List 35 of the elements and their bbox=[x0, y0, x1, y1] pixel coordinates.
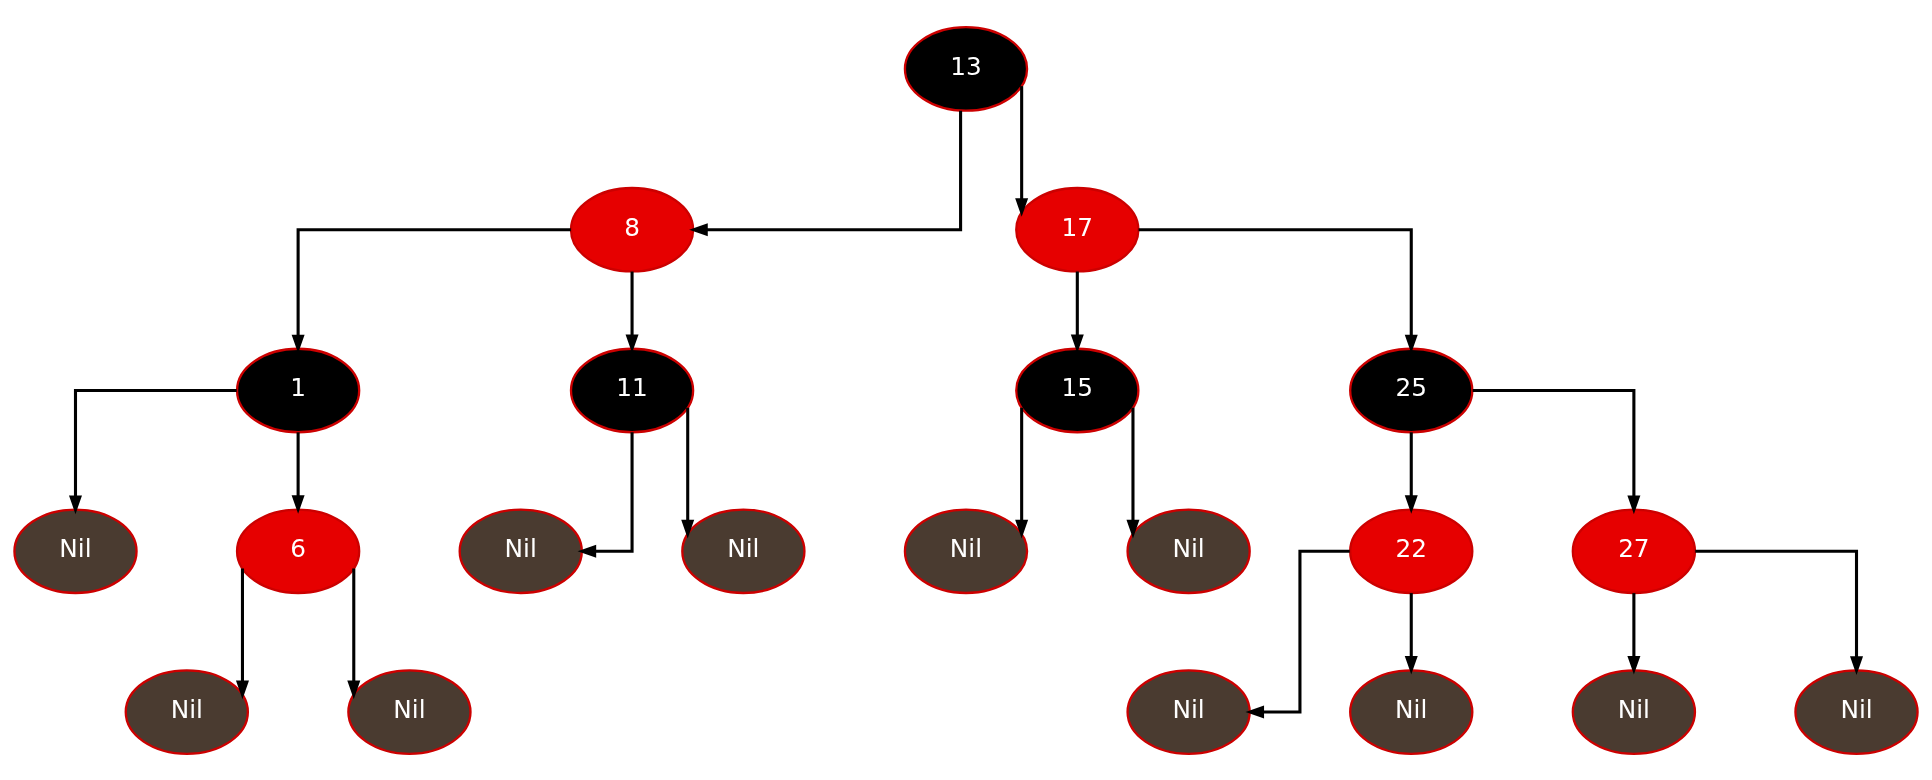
node-ellipse: 6 bbox=[235, 507, 361, 594]
node-ellipse: 11 bbox=[569, 347, 695, 433]
node-ellipse: 15 bbox=[1015, 347, 1140, 433]
node-ellipse: Nil bbox=[1571, 668, 1697, 755]
node-ellipse: 1 bbox=[235, 347, 361, 433]
arrow bbox=[235, 568, 249, 699]
node-ellipse: 27 bbox=[1571, 507, 1697, 594]
node-ellipse: Nil bbox=[13, 507, 138, 594]
arrow bbox=[1070, 271, 1084, 353]
node-ellipse: 8 bbox=[569, 186, 695, 273]
arrow bbox=[1138, 227, 1418, 353]
arrow bbox=[347, 568, 361, 699]
arrow bbox=[577, 431, 634, 558]
arrow bbox=[689, 110, 963, 236]
arrow bbox=[625, 271, 639, 353]
arrow bbox=[1015, 85, 1029, 217]
node-ellipse: 13 bbox=[903, 25, 1029, 112]
node-ellipse: Nil bbox=[1349, 668, 1474, 755]
node-ellipse: Nil bbox=[1126, 668, 1251, 755]
arrow bbox=[1627, 592, 1641, 675]
node-ellipse: 25 bbox=[1349, 347, 1474, 433]
arrow bbox=[1126, 407, 1140, 538]
arrow bbox=[291, 431, 305, 514]
arrow bbox=[69, 388, 237, 514]
arrow bbox=[681, 407, 695, 538]
arrow bbox=[1695, 549, 1863, 675]
arrow bbox=[1245, 549, 1350, 719]
arrow bbox=[291, 227, 571, 353]
arrow bbox=[1404, 592, 1418, 675]
node-ellipse: 22 bbox=[1349, 507, 1474, 594]
node-ellipse: Nil bbox=[458, 507, 583, 594]
node-ellipse: Nil bbox=[1794, 668, 1919, 755]
arrow bbox=[1472, 388, 1641, 514]
arrow bbox=[1404, 431, 1418, 514]
arrow bbox=[1015, 407, 1029, 538]
